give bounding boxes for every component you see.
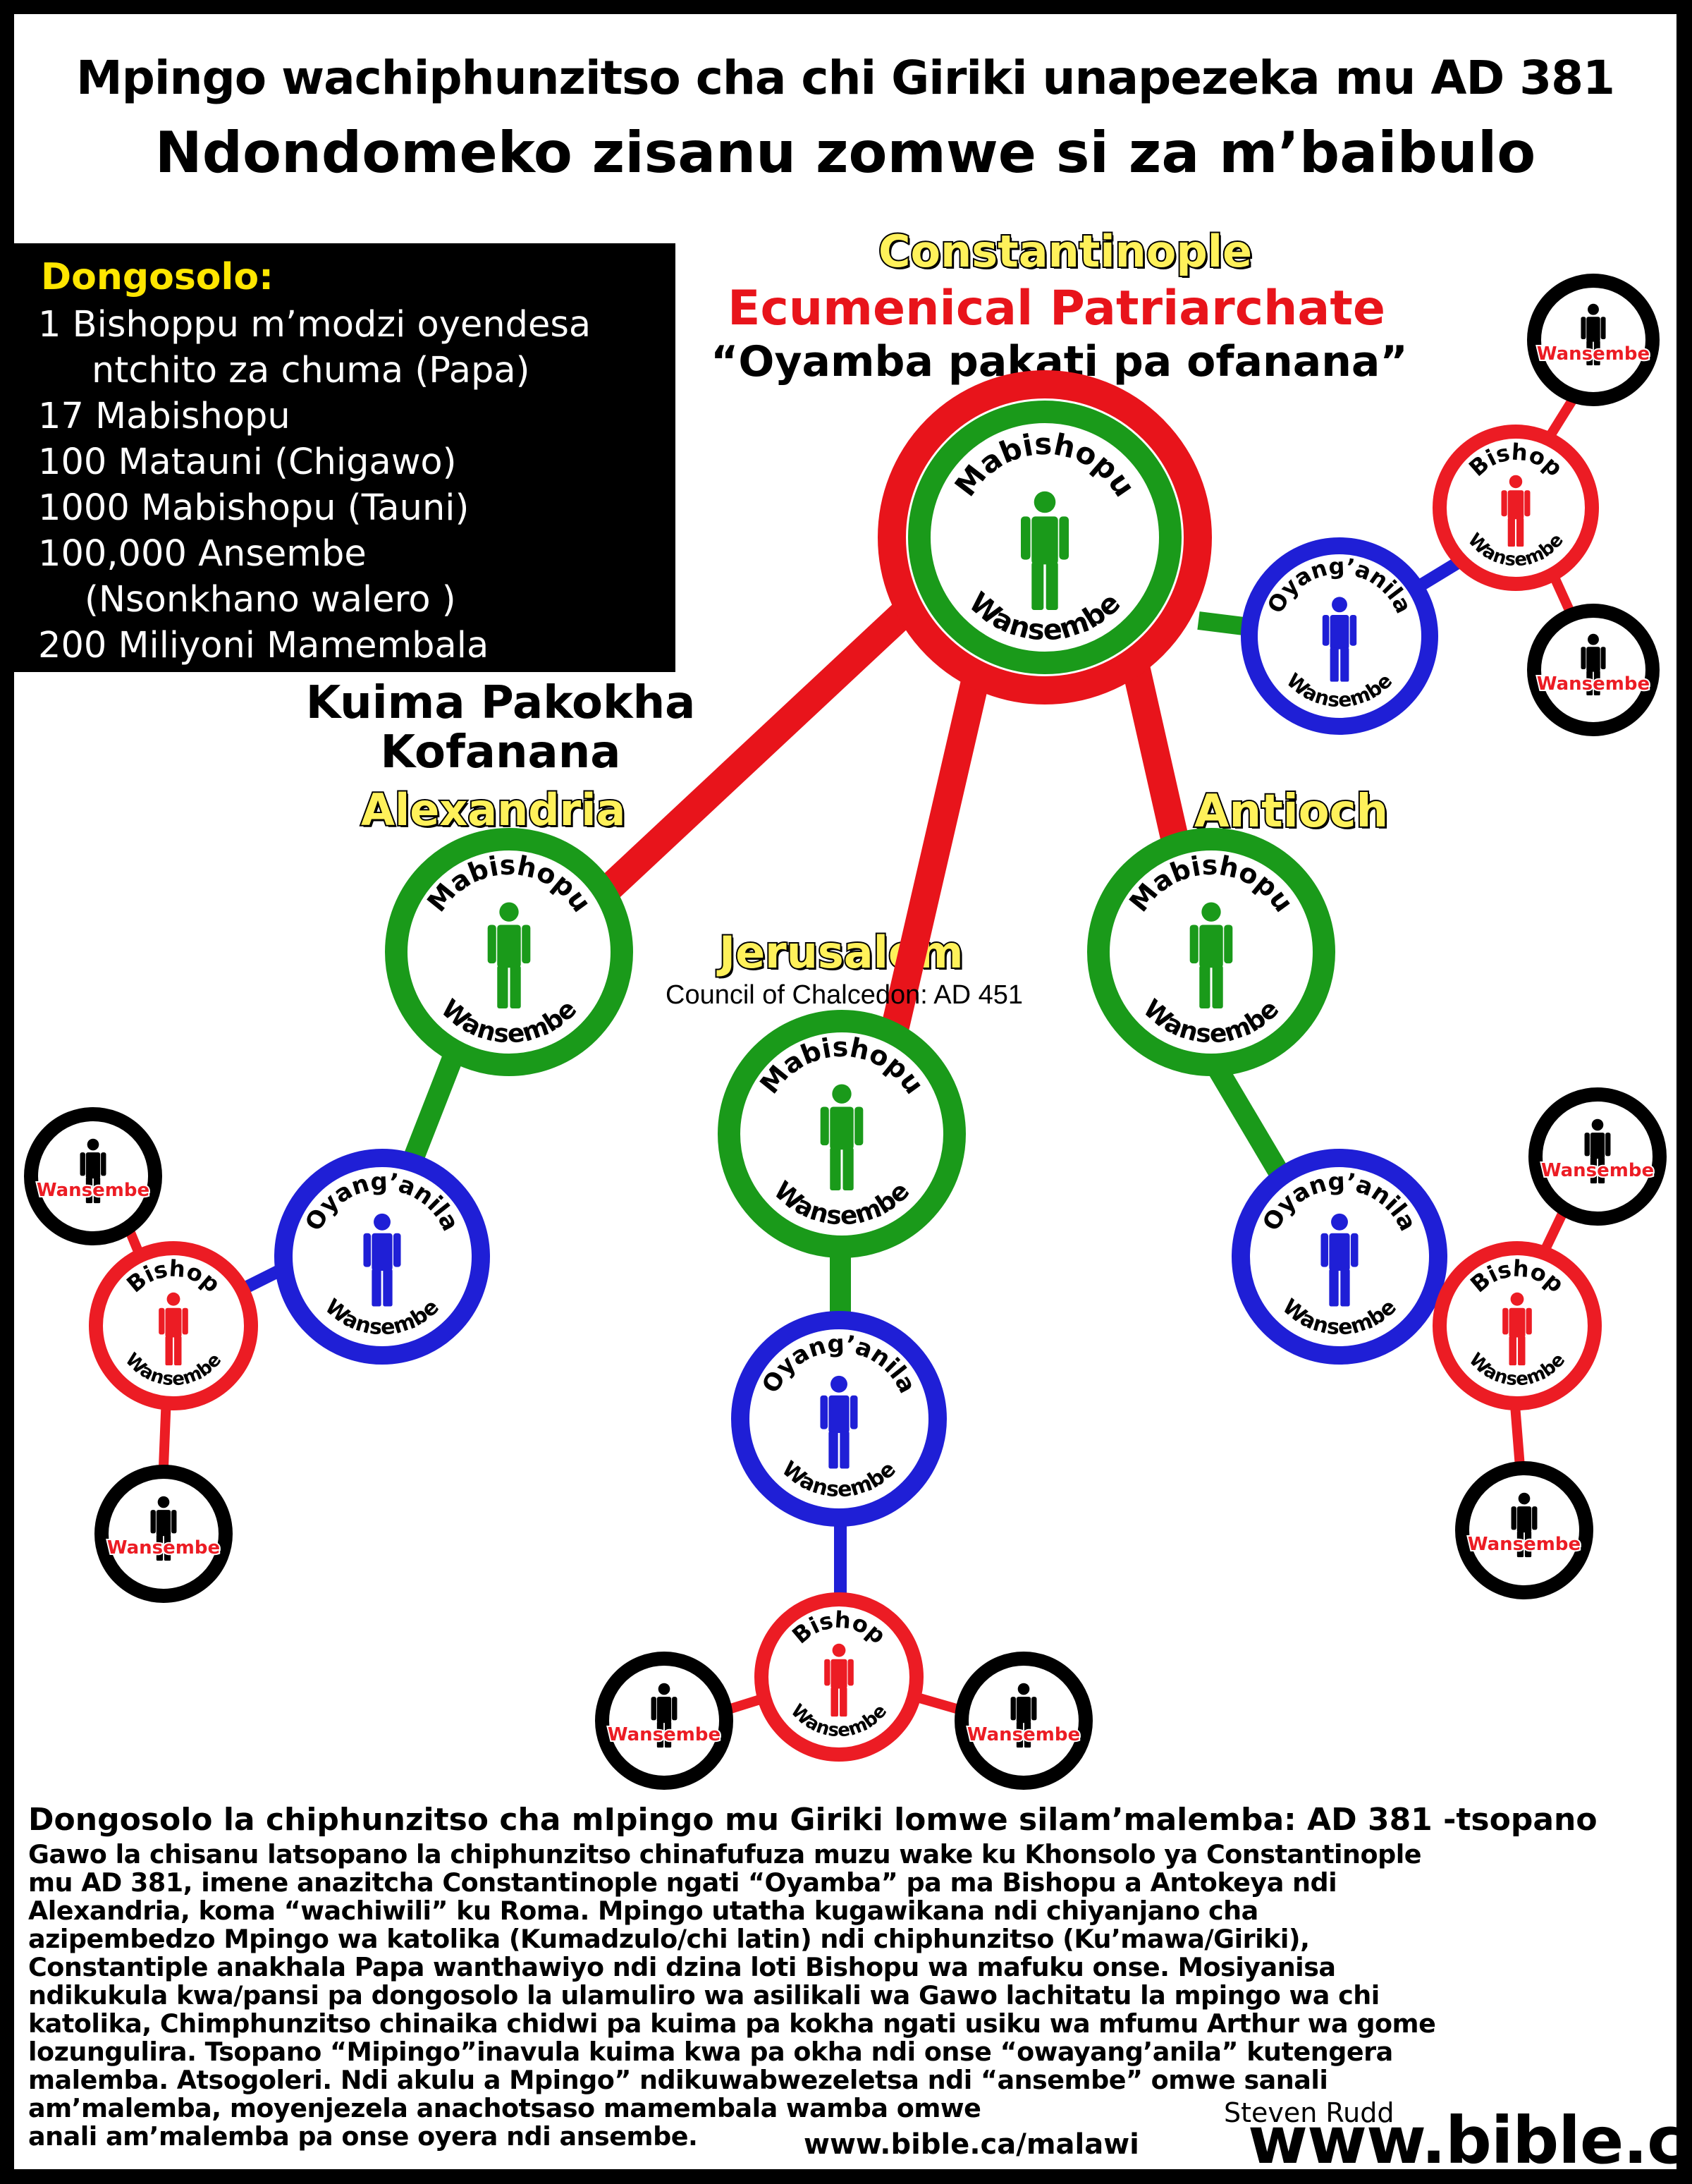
antioch-priest-node: Wansembe — [1528, 1087, 1667, 1226]
equal-standing-line1: Kuima Pakokha — [305, 677, 696, 729]
body-line: Alexandria, koma “wachiwili” ku Roma. Mp… — [28, 1896, 1258, 1926]
alexandria-label: Alexandria — [360, 783, 627, 837]
constantinople-priest-node-label: Wansembe — [1537, 343, 1650, 365]
body-line: anali am’malemba pa onse oyera ndi ansem… — [28, 2121, 698, 2152]
jerusalem-priest-node-label: Wansembe — [608, 1724, 721, 1745]
legend-item: 100,000 Ansembe — [38, 533, 367, 575]
legend-item: (Nsonkhano walero ) — [85, 579, 456, 621]
bottom-heading: Dongosolo la chiphunzitso cha mIpingo mu… — [28, 1802, 1598, 1838]
constantinople-priest-node: Wansembe — [1527, 274, 1660, 406]
body-line: azipembedzo Mpingo wa katolika (Kumadzul… — [28, 1924, 1310, 1954]
jerusalem-priest-node: Wansembe — [955, 1652, 1093, 1790]
legend-item: 1000 Mabishopu (Tauni) — [38, 487, 470, 529]
legend-item: 200 Miliyoni Mamembala — [38, 625, 489, 666]
title-line-1: Mpingo wachiphunzitso cha chi Giriki una… — [76, 51, 1615, 105]
site-logo-text[interactable]: www.bible.ca — [1248, 2103, 1692, 2178]
constantinople-priest-node: Wansembe — [1527, 604, 1660, 736]
legend-item: 100 Matauni (Chigawo) — [38, 441, 457, 483]
equal-standing-line2: Kofanana — [380, 726, 621, 779]
body-line: katolika, Chimphunzitso chinaika chidwi … — [28, 2008, 1436, 2039]
legend-item: ntchito za chuma (Papa) — [92, 350, 530, 391]
body-line: mu AD 381, imene anazitcha Constantinopl… — [28, 1867, 1337, 1898]
alexandria-priest-node-label: Wansembe — [107, 1537, 220, 1558]
site-link-small[interactable]: www.bible.ca/malawi — [804, 2128, 1139, 2161]
jerusalem-priest-node-label: Wansembe — [967, 1724, 1080, 1745]
body-line: ndikukula kwa/pansi pa dongosolo la ulam… — [28, 1980, 1380, 2011]
antioch-priest-node-label: Wansembe — [1468, 1534, 1581, 1555]
antioch-priest-node-label: Wansembe — [1541, 1160, 1654, 1181]
body-line: am’malemba, moyenjezela anachotsaso mame… — [28, 2093, 981, 2123]
alexandria-priest-node: Wansembe — [94, 1465, 233, 1603]
patriarchate-label: Ecumenical Patriarchate — [728, 281, 1385, 336]
jerusalem-note: Council of Chalcedon: AD 451 — [666, 980, 1023, 1010]
alexandria-priest-node: Wansembe — [24, 1107, 162, 1245]
body-line: lozungulira. Tsopano “Mipingo”inavula ku… — [28, 2037, 1393, 2067]
constantinople-label: Constantinople — [877, 224, 1253, 279]
legend-heading: Dongosolo: — [41, 256, 274, 298]
alexandria-priest-node-label: Wansembe — [37, 1180, 149, 1201]
legend-item: 17 Mabishopu — [38, 396, 290, 437]
title-line-2: Ndondomeko zisanu zomwe si za m’baibulo — [154, 120, 1536, 185]
author-name: Steven Rudd — [1224, 2097, 1394, 2128]
body-line: malemba. Atsogoleri. Ndi akulu a Mpingo”… — [28, 2065, 1328, 2095]
body-line: Gawo la chisanu latsopano la chiphunzits… — [28, 1839, 1422, 1869]
constantinople-priest-node-label: Wansembe — [1537, 673, 1650, 695]
infographic-page: Mpingo wachiphunzitso cha chi Giriki una… — [14, 14, 1692, 2178]
hierarchy-diagram: MabishopuWansembeMabishopuWansembeMabish… — [24, 274, 1667, 1790]
legend-item: 1 Bishoppu m’modzi oyendesa — [38, 304, 591, 346]
antioch-priest-node: Wansembe — [1455, 1461, 1593, 1599]
body-line: Constantiple anakhala Papa wanthawiyo nd… — [28, 1952, 1336, 1982]
jerusalem-priest-node: Wansembe — [595, 1652, 733, 1790]
legend-box: Dongosolo: 1 Bishoppu m’modzi oyendesa n… — [14, 243, 675, 672]
